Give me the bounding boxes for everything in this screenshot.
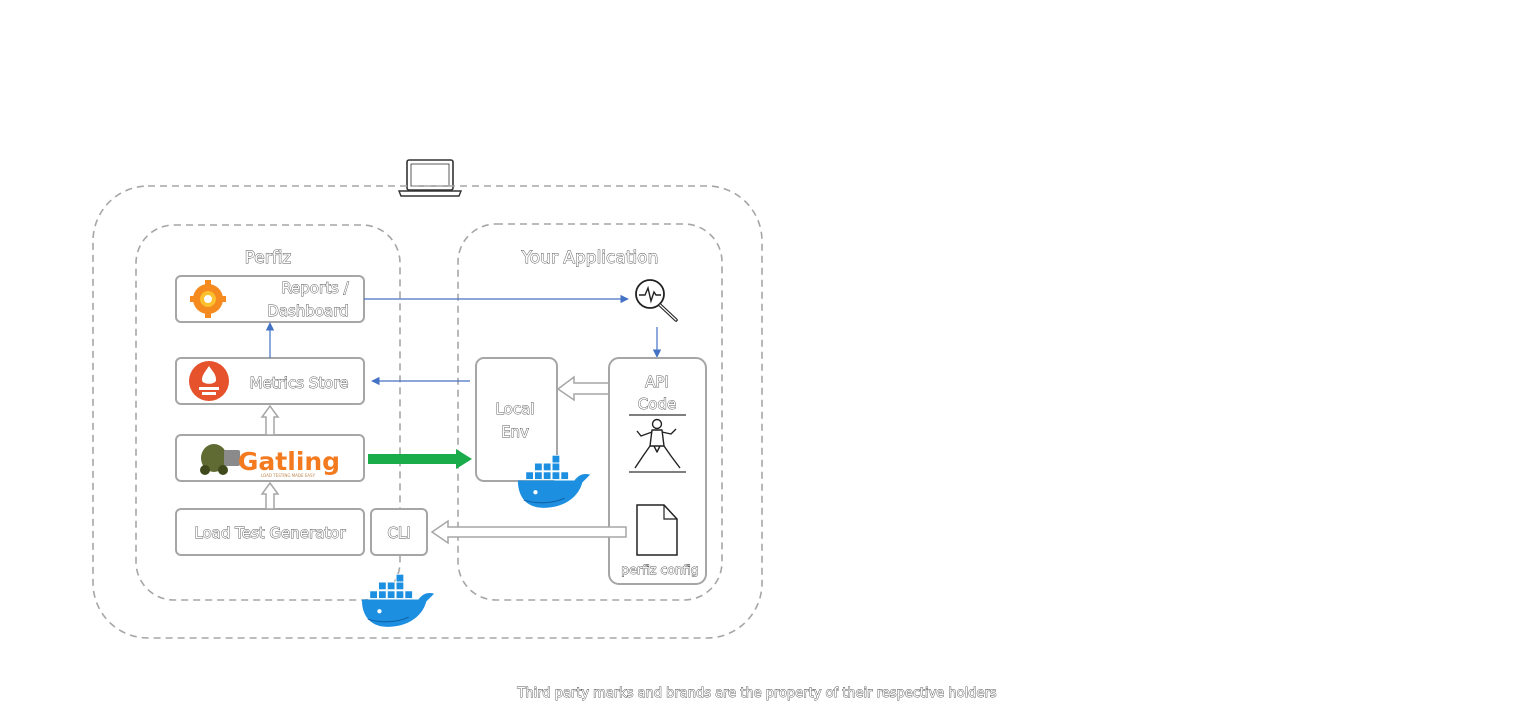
api-label-line2: Code: [638, 395, 676, 413]
karate-fighter-icon: [634, 418, 681, 469]
local-env-box: Local Env: [475, 357, 558, 482]
hollow-arrow-api-to-localenv: [556, 375, 610, 402]
machine-boundary: [92, 185, 763, 639]
reports-label-line2: Dashboard: [267, 302, 348, 320]
hollow-arrow-generator-to-gatling: [260, 481, 280, 510]
grafana-icon: [190, 280, 226, 318]
application-group: [457, 223, 723, 601]
local-env-label-line2: Env: [501, 423, 529, 441]
footer-disclaimer: Third party marks and brands are the pro…: [516, 686, 996, 701]
document-icon: [636, 504, 678, 556]
perfiz-title: Perfiz: [245, 248, 292, 268]
gatling-box: Gatling LOAD TESTING MADE EASY: [175, 434, 365, 482]
application-title: Your Application: [521, 248, 659, 268]
load-test-generator-box: Load Test Generator: [175, 508, 365, 556]
reports-label-line1: Reports /: [281, 279, 349, 297]
api-label-line1: API: [645, 373, 669, 391]
perfiz-group: [135, 224, 401, 601]
load-test-generator-label: Load Test Generator: [194, 524, 346, 542]
reports-dashboard-box: Reports / Dashboard: [175, 275, 365, 323]
docker-icon-perfiz: [361, 574, 435, 628]
metrics-store-box: Metrics Store: [175, 357, 365, 405]
gatling-tagline: LOAD TESTING MADE EASY: [261, 473, 316, 478]
cli-label: CLI: [387, 524, 410, 542]
prometheus-icon: [189, 361, 229, 401]
metrics-store-label: Metrics Store: [250, 374, 349, 392]
monitoring-search-icon: [635, 279, 678, 322]
api-code-box: API Code perfiz config: [608, 357, 707, 585]
hollow-arrow-gatling-to-metrics: [260, 404, 280, 436]
arrow-gatling-to-localenv: [368, 449, 472, 469]
cli-box: CLI: [370, 508, 428, 556]
gatling-logo: Gatling: [238, 447, 340, 476]
hollow-arrow-config-to-cli: [430, 519, 627, 545]
laptop-icon: [397, 159, 463, 197]
gatling-cannon-icon: [200, 444, 240, 475]
perfiz-config-label: perfiz config: [621, 562, 698, 577]
local-env-label-line1: Local: [496, 400, 535, 418]
